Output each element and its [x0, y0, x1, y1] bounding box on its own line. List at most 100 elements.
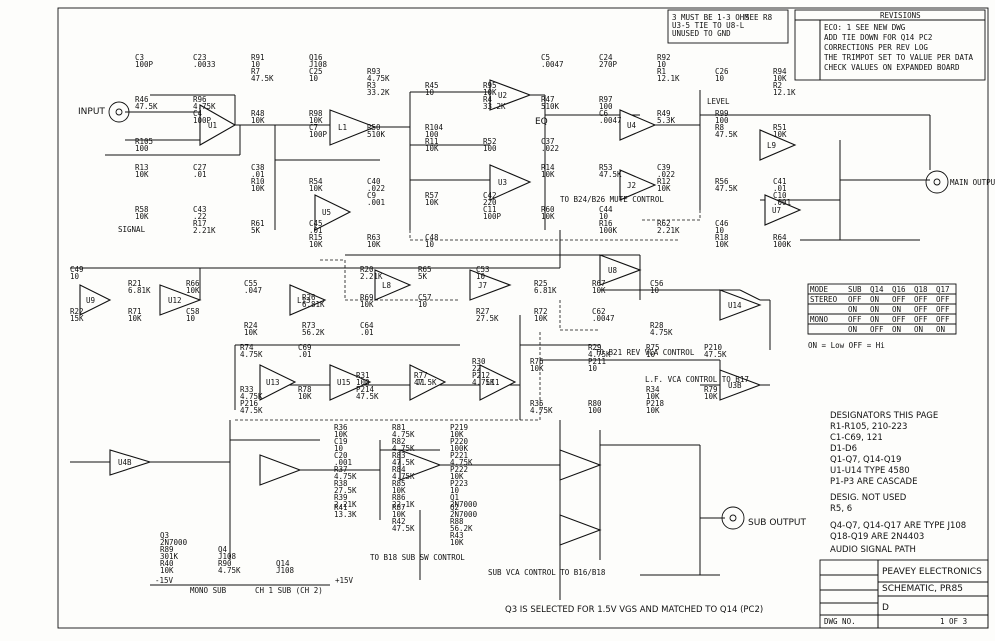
op-amp-designator: U12 — [168, 296, 182, 305]
component-value: 10K — [298, 392, 312, 401]
component-value: J108 — [276, 566, 295, 575]
component-designator: C7 — [309, 123, 318, 132]
designator-line: DESIGNATORS THIS PAGE — [830, 411, 938, 421]
component-designator: R40 — [160, 559, 174, 568]
op-amp-designator: J2 — [627, 181, 636, 190]
component-value: 6.81K — [534, 286, 557, 295]
switch-table-cell: ON — [936, 325, 945, 334]
component-value: 4.75K — [193, 102, 216, 111]
component-designator: R52 — [483, 137, 497, 146]
component-value: 6.81K — [302, 300, 325, 309]
component-labels: C3100PC5.0047R747.5KR112.1KR333.2KR212.1… — [70, 53, 796, 575]
op-amp-designator: U7 — [772, 206, 781, 215]
component-designator: R4 — [483, 95, 493, 104]
component-designator: R57 — [425, 191, 439, 200]
component-value: 56.2K — [302, 328, 325, 337]
designator-line: U1-U14 TYPE 4580 — [830, 466, 910, 476]
component-designator: C6 — [599, 109, 609, 118]
component-designator: R38 — [334, 479, 348, 488]
component-value: .047 — [244, 286, 262, 295]
component-designator: R73 — [302, 321, 316, 330]
component-designator: C37 — [541, 137, 555, 146]
component-designator: R62 — [657, 219, 671, 228]
component-designator: R82 — [392, 437, 406, 446]
component-designator: R93 — [367, 67, 381, 76]
company-name: PEAVEY ELECTRONICS — [882, 567, 982, 577]
component-value: 5.3K — [657, 116, 676, 125]
component-designator: R66 — [186, 279, 200, 288]
component-designator: C58 — [186, 307, 200, 316]
component-designator: R76 — [530, 357, 544, 366]
component-value: 2.21K — [657, 226, 680, 235]
component-designator: R35 — [530, 399, 544, 408]
connectors — [108, 101, 949, 530]
component-designator: R105 — [135, 137, 153, 146]
component-value: 270P — [599, 60, 618, 69]
pos15-label: +15V — [335, 576, 354, 585]
component-value: 100 — [599, 102, 613, 111]
switch-table-cell: ON — [870, 295, 879, 304]
component-value: 100P — [135, 60, 154, 69]
component-designator: R80 — [588, 399, 602, 408]
input-label: INPUT — [78, 107, 105, 117]
component-value: 2N7000 — [450, 500, 478, 509]
component-designator: R43 — [450, 531, 464, 540]
component-designator: C4 — [193, 109, 203, 118]
component-value: .001 — [367, 198, 385, 207]
component-value: 100 — [588, 406, 602, 415]
component-designator: R91 — [251, 53, 265, 62]
component-value: 10 — [715, 74, 725, 83]
component-designator: C24 — [599, 53, 613, 62]
component-designator: C40 — [367, 177, 381, 186]
component-value: 47.5K — [135, 102, 158, 111]
component-designator: R95 — [483, 81, 497, 90]
switch-table-cell: OFF — [914, 315, 928, 324]
component-value: 33.2K — [483, 102, 506, 111]
component-designator: R88 — [450, 517, 464, 526]
op-amp-designator: U4 — [627, 121, 637, 130]
component-value: 10K — [251, 116, 265, 125]
component-designator: R29 — [588, 343, 602, 352]
switch-table-header: MODE — [810, 285, 829, 294]
component-designator: R27 — [476, 307, 490, 316]
switch-table-cell: ON — [870, 315, 879, 324]
component-designator: R74 — [240, 343, 254, 352]
component-designator: C64 — [360, 321, 374, 330]
component-designator: R1 — [657, 67, 666, 76]
component-value: 100 — [483, 144, 497, 153]
component-designator: R36 — [334, 423, 348, 432]
component-designator: R61 — [251, 219, 265, 228]
component-designator: P210 — [704, 343, 723, 352]
op-amp-designator: L11 — [486, 378, 500, 387]
component-designator: R7 — [251, 67, 260, 76]
component-designator: R77 — [414, 371, 428, 380]
designator-line: P1-P3 ARE CASCADE — [830, 477, 917, 487]
component-value: 22.1K — [392, 500, 415, 509]
component-designator: R54 — [309, 177, 323, 186]
component-value: 10 — [425, 240, 435, 249]
switch-table-cell: MONO — [810, 315, 829, 324]
component-value: 4.75K — [472, 378, 495, 387]
component-value: 27.5K — [476, 314, 499, 323]
ch1-sub-label: CH 1 SUB (CH 2) — [255, 586, 323, 595]
component-designator: R47 — [541, 95, 555, 104]
component-designator: R87 — [392, 503, 406, 512]
component-value: 4.75K — [392, 472, 415, 481]
component-value: 10 — [418, 300, 428, 309]
component-value: 10K — [360, 300, 374, 309]
designator-line: C1-C69, 121 — [830, 433, 883, 443]
control-note: TO B21 REV VCA CONTROL — [595, 348, 695, 357]
component-designator: C5 — [541, 53, 550, 62]
component-value: .01 — [360, 328, 374, 337]
fet-note: Q4-Q7, Q14-Q17 ARE TYPE J108 — [830, 521, 966, 531]
component-value: 33.2K — [367, 88, 390, 97]
component-value: .022 — [657, 170, 675, 179]
revision-line: ECO: 1 SEE NEW DWG — [824, 23, 906, 32]
component-designator: R60 — [541, 205, 555, 214]
component-value: 13.3K — [334, 510, 357, 519]
component-designator: R86 — [392, 493, 406, 502]
component-value: 10K — [715, 240, 729, 249]
title-block: PEAVEY ELECTRONICS SCHEMATIC, PR85 D 1 O… — [819, 559, 989, 629]
top-note: UNUSED TO GND — [672, 29, 731, 38]
